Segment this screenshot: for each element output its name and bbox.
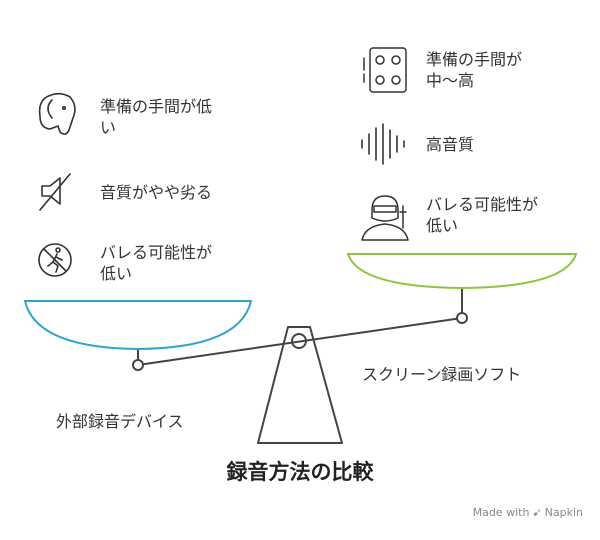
muted-speaker-icon: [39, 173, 71, 211]
right-beam-joint: [456, 312, 468, 324]
no-running-icon: [38, 243, 72, 277]
scale-beam: [137, 317, 463, 366]
right-option-label: スクリーン録画ソフト: [362, 365, 522, 384]
made-with-text: Made with: [472, 506, 530, 519]
left-option-label: 外部録音デバイス: [56, 412, 184, 431]
control-panel-icon: [363, 47, 407, 93]
right-item-1-text: 準備の手間が 中〜高: [426, 50, 523, 90]
footer-credit: Made with ➹ Napkin: [473, 506, 583, 519]
left-pan: [23, 300, 253, 351]
fulcrum: [257, 326, 343, 444]
napkin-logo-icon: ➹: [532, 506, 542, 519]
elephant-icon: [38, 92, 76, 135]
left-beam-joint: [132, 359, 144, 371]
right-pan: [346, 253, 578, 290]
right-item-2-text: 高音質: [426, 135, 475, 154]
soundwave-icon: [361, 123, 405, 165]
left-item-1-text: 準備の手間が低 い: [100, 97, 213, 137]
left-item-3-text: バレる可能性が 低い: [100, 243, 213, 283]
napkin-brand-text: Napkin: [544, 506, 583, 519]
right-item-3-text: バレる可能性が 低い: [426, 195, 539, 235]
left-item-2-text: 音質がやや劣る: [100, 183, 213, 202]
diagram-title: 録音方法の比較: [226, 460, 374, 484]
ninja-icon: [361, 195, 409, 241]
